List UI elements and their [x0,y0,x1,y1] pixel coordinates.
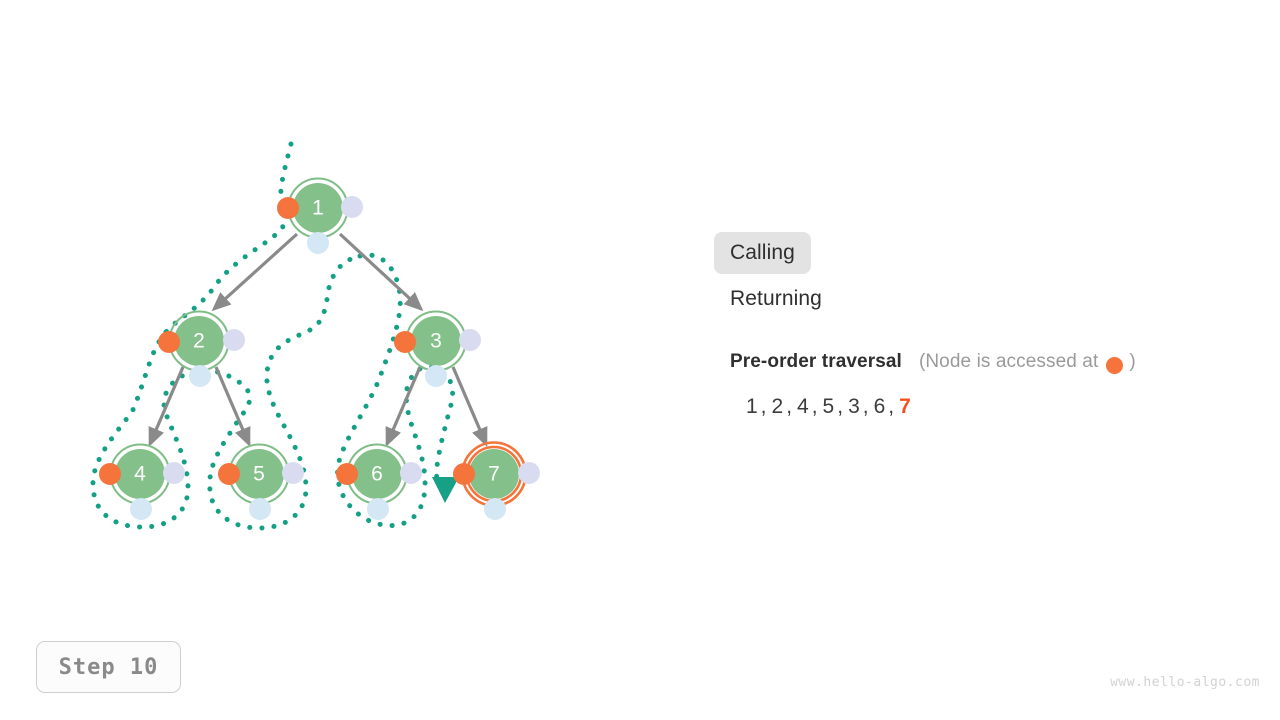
node-7-right-dot [518,462,540,484]
node-2-label: 2 [193,330,205,353]
node-5-access-dot [218,463,240,485]
watermark-text: www.hello-algo.com [1110,675,1260,690]
node-4-label: 4 [134,463,146,486]
node-6-right-dot [400,462,422,484]
traversal-title: Pre-order traversal [730,351,902,372]
traversal-sequence-item: 1, [746,395,770,418]
node-7-access-dot [453,463,475,485]
node-6-body [352,449,402,499]
node-2-right-dot [223,329,245,351]
traversal-headline: Pre-order traversal (Node is accessed at… [730,351,1254,374]
path-segment-root-in [163,141,294,335]
traversal-sequence-item: 3, [848,395,872,418]
tree-node-5[interactable]: 5 [218,443,304,521]
node-6-label: 6 [371,463,383,486]
tree-node-4[interactable]: 4 [99,443,185,521]
tree-diagram: 1 2 3 4 [0,0,620,600]
node-6-bottom-dot [367,498,389,520]
watermark: www.hello-algo.com [1110,675,1260,690]
node-4-access-dot [99,463,121,485]
node-3-access-dot [394,331,416,353]
traversal-sequence-item: 5, [822,395,847,418]
node-4-body [115,449,165,499]
traversal-note-prefix: (Node is accessed at [918,351,1099,372]
node-7-body [469,449,519,499]
node-2-bottom-dot [189,365,211,387]
edge-2-5 [214,366,251,447]
tree-edges [148,232,488,447]
node-1-body [293,183,343,233]
state-returning-label[interactable]: Returning [730,287,822,310]
traversal-block: Pre-order traversal (Node is accessed at… [714,351,1254,419]
node-5-body [234,449,284,499]
node-5-right-dot [282,462,304,484]
traversal-sequence-item: 2, [771,395,796,418]
edge-1-3 [338,232,424,312]
status-panel: Calling Returning Pre-order traversal (N… [714,232,1254,419]
tree-node-6[interactable]: 6 [336,443,422,521]
traversal-sequence: 1,2,4,5,3,6,7 [730,395,1254,419]
node-2-body [174,316,224,366]
node-7-bottom-dot [484,498,506,520]
node-3-label: 3 [430,330,442,353]
path-segment-left-subtree [90,253,363,531]
node-3-bottom-dot [425,365,447,387]
node-2-access-dot [158,331,180,353]
tree-node-7[interactable]: 7 [453,441,540,521]
node-4-bottom-dot [130,498,152,520]
step-label: Step 10 [58,654,159,680]
node-1-label: 1 [312,197,324,220]
node-1-bottom-dot [307,232,329,254]
traversal-sequence-item: 4, [797,395,821,418]
node-7-label: 7 [488,463,500,486]
node-6-access-dot [336,463,358,485]
edge-3-6 [385,366,422,447]
edge-3-7 [451,366,488,447]
current-node-pointer [432,477,459,503]
traversal-note-suffix: ) [1129,351,1136,372]
node-5-label: 5 [253,463,265,486]
traversal-sequence-item: 6, [873,395,898,418]
tree-node-1[interactable]: 1 [277,177,363,255]
traversal-sequence-item: 7 [899,395,914,418]
traversal-path [90,141,456,531]
edge-1-2 [211,232,299,312]
node-4-right-dot [163,462,185,484]
node-5-bottom-dot [249,498,271,520]
node-1-access-dot [277,197,299,219]
node-1-right-dot [341,196,363,218]
node-3-right-dot [459,329,481,351]
node-3-body [411,316,461,366]
state-calling-badge[interactable]: Calling [714,232,811,274]
edge-2-4 [148,366,185,447]
path-segment-right-subtree [335,252,456,529]
access-marker-icon [1106,356,1124,374]
tree-node-3[interactable]: 3 [394,310,481,388]
step-badge: Step 10 [36,641,181,693]
tree-node-2[interactable]: 2 [158,310,245,388]
